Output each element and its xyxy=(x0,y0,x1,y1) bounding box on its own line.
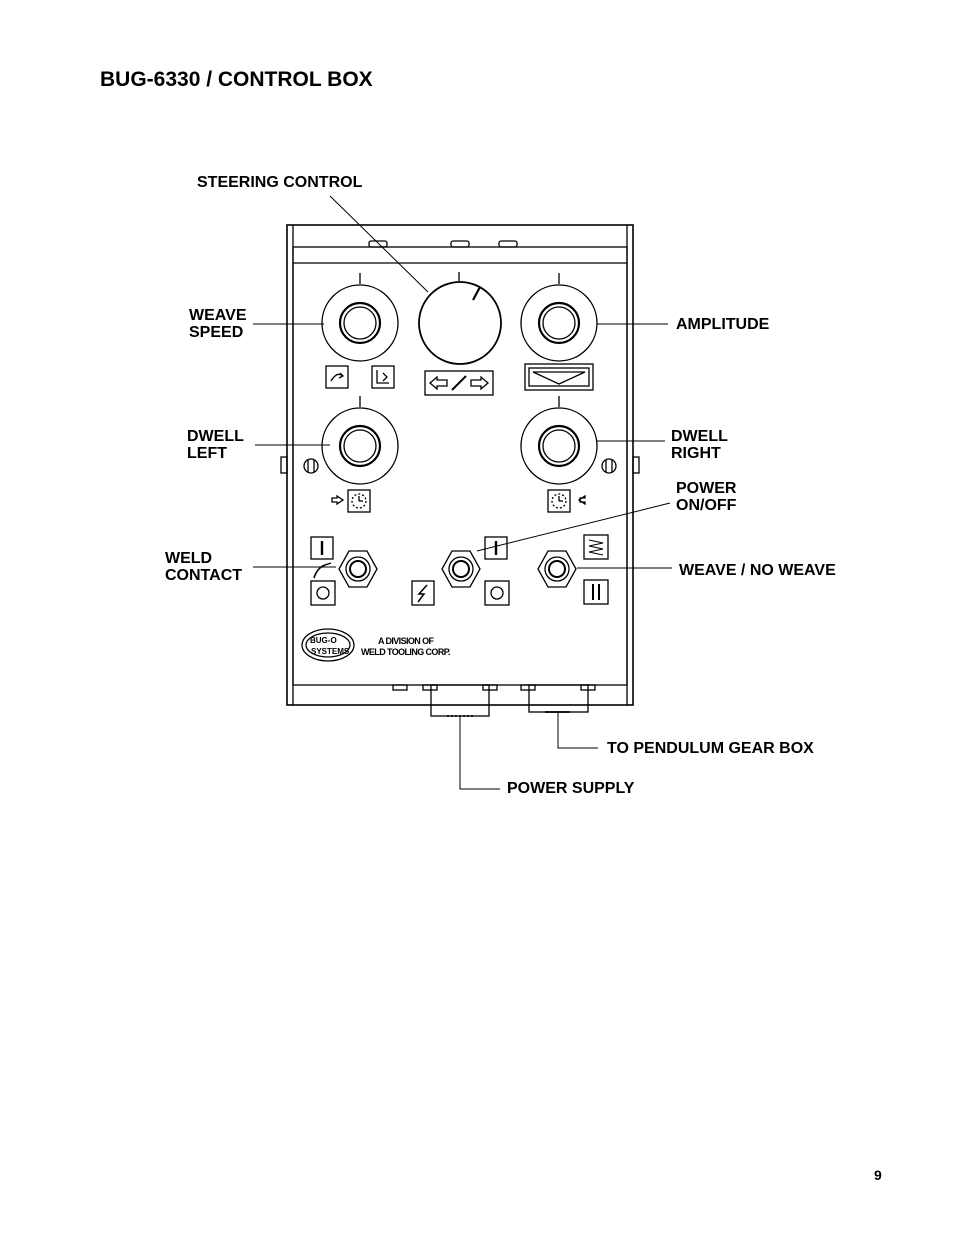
steering-control-knob[interactable] xyxy=(418,272,502,365)
dwell-right-knob[interactable] xyxy=(520,396,598,485)
label-dwell-left: DWELL LEFT xyxy=(187,428,244,462)
label-power-supply: POWER SUPPLY xyxy=(507,780,635,797)
label-power-on-off: POWER ON/OFF xyxy=(676,480,736,514)
label-dwell-left-line1: DWELL xyxy=(187,428,244,445)
dwell-left-clock-icon xyxy=(331,489,371,513)
panel-screw-left xyxy=(303,458,319,474)
leader-power xyxy=(476,502,671,552)
leader-steering xyxy=(329,195,429,293)
housing-outline xyxy=(286,224,634,706)
leader-power-supply xyxy=(459,716,500,790)
bottom-tab xyxy=(422,684,438,691)
dwell-left-knob[interactable] xyxy=(321,396,399,485)
label-weave-speed-line1: WEAVE xyxy=(189,307,247,324)
weave-speed-knob[interactable] xyxy=(321,273,399,362)
label-amplitude: AMPLITUDE xyxy=(676,316,770,333)
label-weld-contact-line2: CONTACT xyxy=(165,567,243,584)
division-text-line2: WELD TOOLING CORP. xyxy=(361,647,450,657)
power-off-icon xyxy=(484,580,510,606)
label-weave-speed: WEAVE SPEED xyxy=(189,307,246,341)
power-on-icon xyxy=(484,536,508,560)
label-power-line1: POWER xyxy=(676,480,737,497)
weave-speed-slow-icon xyxy=(325,365,349,389)
bug-o-logo: BUG-O SYSTEMS xyxy=(301,628,355,662)
weld-torch-icon xyxy=(313,562,332,579)
power-lightning-icon xyxy=(411,580,435,606)
dwell-right-clock-icon xyxy=(547,489,586,513)
power-toggle-switch[interactable] xyxy=(441,550,481,588)
steering-direction-icon xyxy=(424,370,494,396)
label-dwell-right-line2: RIGHT xyxy=(671,445,721,462)
weave-toggle-switch[interactable] xyxy=(537,550,577,588)
label-weave-speed-line2: SPEED xyxy=(189,324,244,341)
label-to-pendulum-gear-box: TO PENDULUM GEAR BOX xyxy=(607,740,814,757)
page-title: BUG-6330 / CONTROL BOX xyxy=(100,68,373,91)
amplitude-icon xyxy=(524,363,594,391)
page-number: 9 xyxy=(874,1167,882,1183)
weave-zigzag-icon xyxy=(583,534,609,560)
top-tab xyxy=(498,240,518,248)
logo-text-bottom: SYSTEMS xyxy=(311,647,350,656)
weld-contact-toggle-switch[interactable] xyxy=(338,550,378,588)
top-tab xyxy=(368,240,388,248)
label-dwell-left-line2: LEFT xyxy=(187,445,227,462)
no-weave-icon xyxy=(583,579,609,605)
label-weld-contact-line1: WELD xyxy=(165,550,213,567)
leader-pendulum xyxy=(557,712,598,749)
steering-pointer xyxy=(472,286,481,301)
division-text-line1: A DIVISION OF xyxy=(378,636,434,646)
panel-screw-right xyxy=(601,458,617,474)
amplitude-knob[interactable] xyxy=(520,273,598,362)
side-tab-left xyxy=(280,456,288,474)
pendulum-gear-box-connector xyxy=(528,684,589,713)
weave-speed-fast-icon xyxy=(371,365,395,389)
weld-contact-on-icon xyxy=(310,536,334,560)
bottom-tab xyxy=(520,684,536,691)
bottom-tab xyxy=(482,684,498,691)
logo-text-top: BUG-O xyxy=(310,636,337,645)
label-weld-contact: WELD CONTACT xyxy=(165,550,242,584)
label-steering-control: STEERING CONTROL xyxy=(197,174,363,191)
bottom-tab xyxy=(392,684,408,691)
leader-lines xyxy=(253,195,672,790)
label-dwell-right: DWELL RIGHT xyxy=(671,428,728,462)
weld-contact-off-icon xyxy=(310,580,336,606)
label-weave-no-weave: WEAVE / NO WEAVE xyxy=(679,562,836,579)
label-power-line2: ON/OFF xyxy=(676,497,737,514)
top-tab xyxy=(450,240,470,248)
side-tab-right xyxy=(632,456,640,474)
label-dwell-right-line1: DWELL xyxy=(671,428,728,445)
power-supply-connector xyxy=(430,684,490,717)
